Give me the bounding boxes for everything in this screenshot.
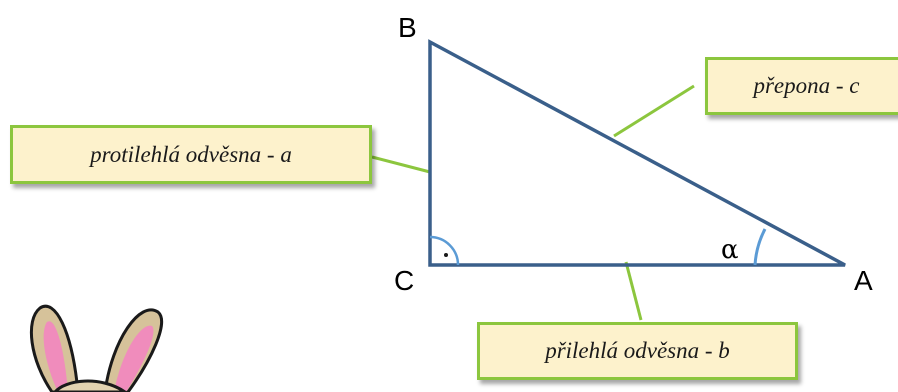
connector-adjacent xyxy=(624,261,643,321)
right-triangle xyxy=(428,39,846,267)
callout-hypotenuse-text: přepona - c xyxy=(753,73,860,98)
vertex-label-c: C xyxy=(394,265,414,296)
callout-opposite-leg: protilehlá odvěsna - a xyxy=(10,125,372,184)
bunny-ears-icon xyxy=(29,304,164,392)
right-angle-arc xyxy=(429,235,460,266)
connector-opposite xyxy=(371,155,431,174)
right-angle-dot xyxy=(444,253,448,257)
vertex-label-b: B xyxy=(398,12,417,43)
vertex-label-a: A xyxy=(854,265,873,296)
connector-hypotenuse xyxy=(613,84,695,138)
callout-adjacent-leg: přilehlá odvěsna - b xyxy=(477,322,798,380)
alpha-label: α xyxy=(721,235,739,265)
callout-opposite-leg-text: protilehlá odvěsna - a xyxy=(90,141,292,167)
alpha-angle-arc xyxy=(753,228,767,266)
callout-adjacent-leg-text: přilehlá odvěsna - b xyxy=(545,338,730,363)
callout-hypotenuse: přepona - c xyxy=(705,57,898,115)
